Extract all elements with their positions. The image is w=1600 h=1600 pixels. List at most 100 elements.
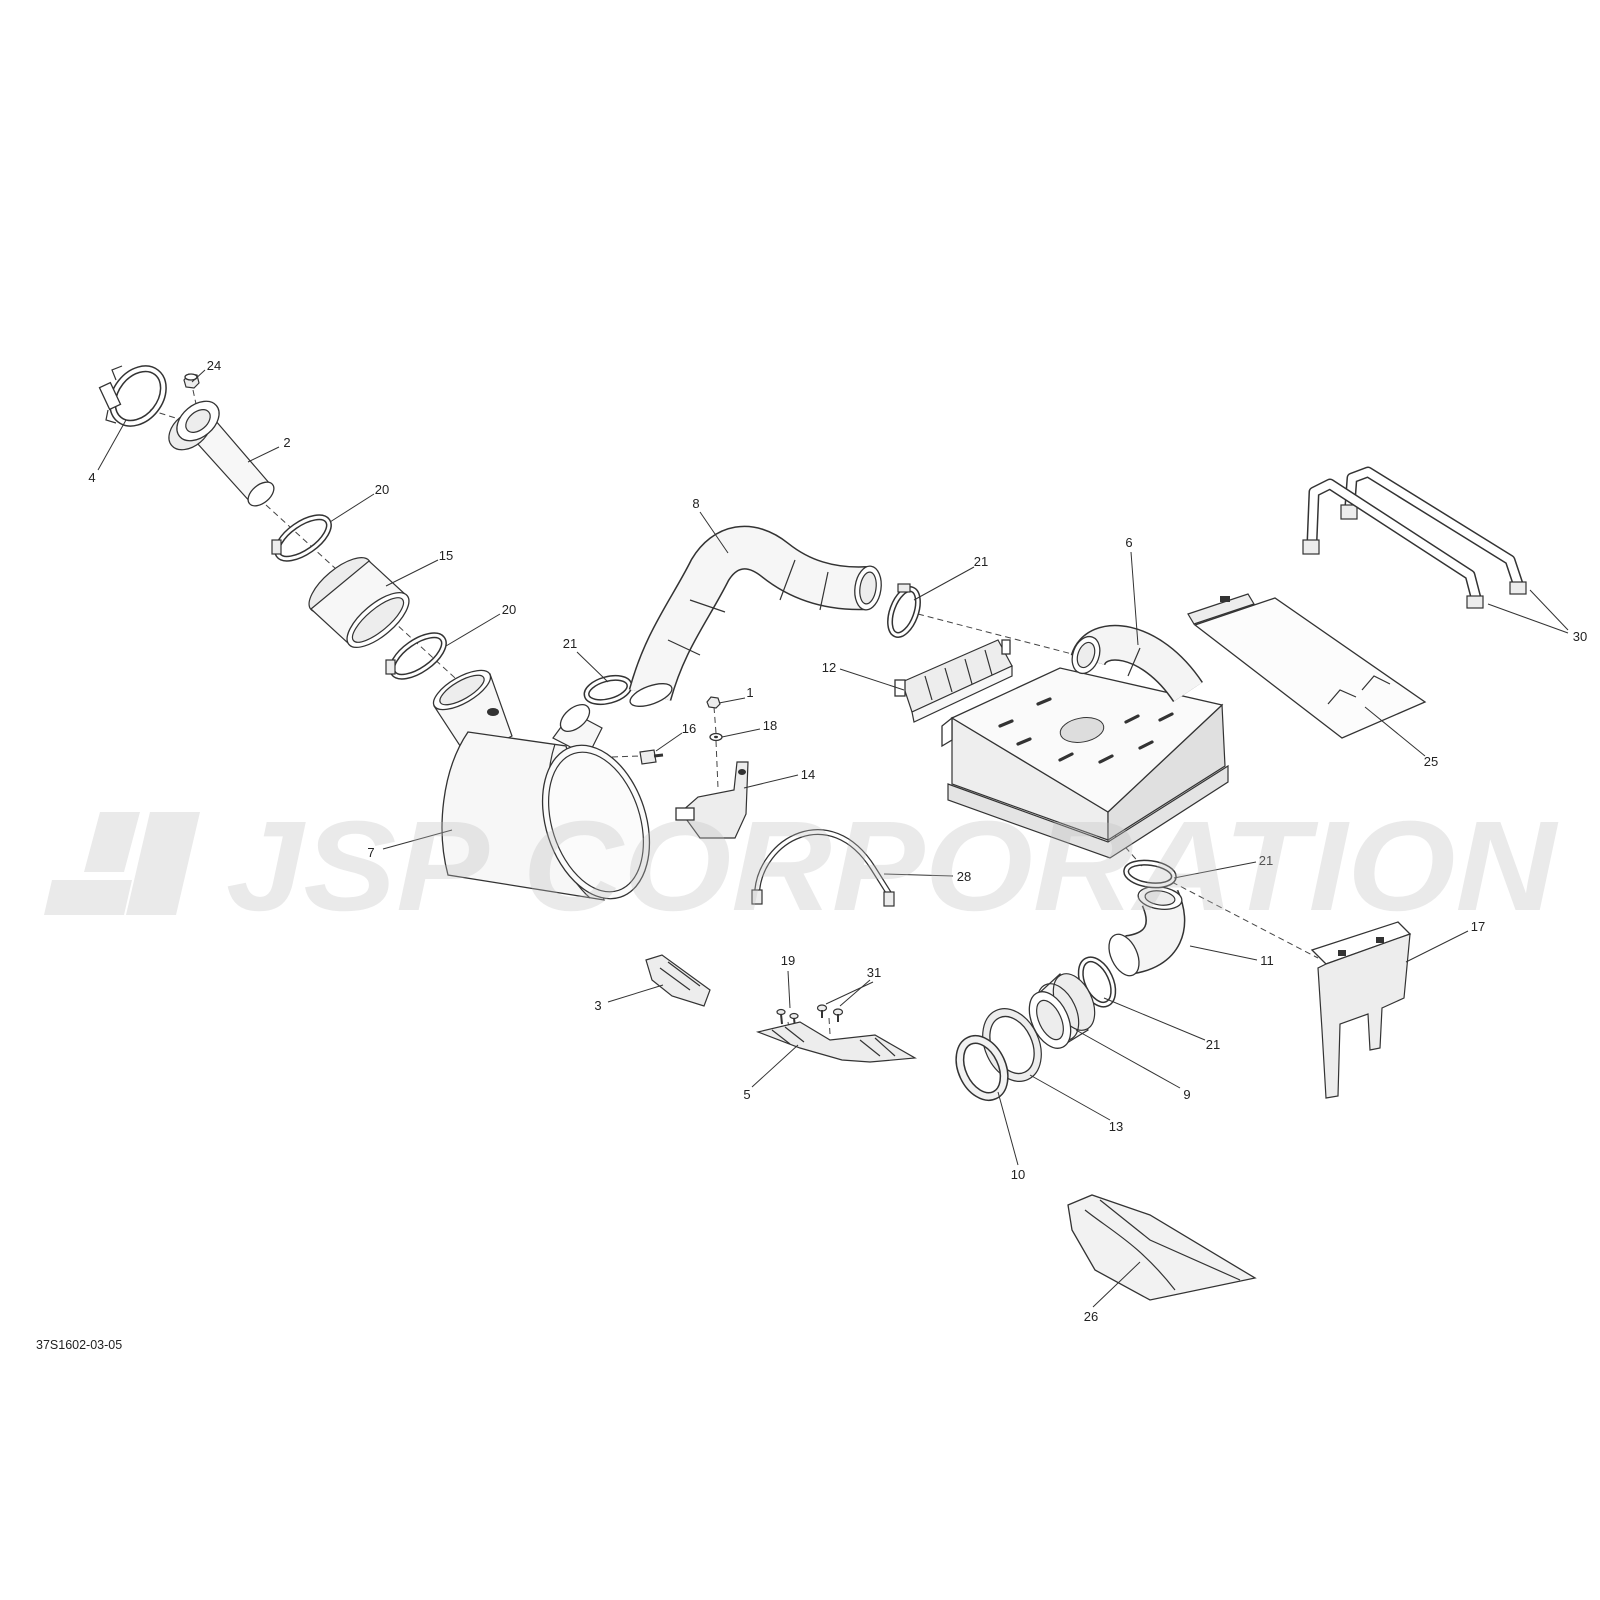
leader-line-28 <box>883 873 954 877</box>
callout-6: 6 <box>1125 535 1132 550</box>
leader-line-31-a <box>839 979 871 1007</box>
watermark-logo <box>44 812 200 915</box>
callout-20-b: 20 <box>502 602 516 617</box>
leader-lines <box>97 369 1569 1308</box>
callout-25: 25 <box>1424 754 1438 769</box>
callout-13: 13 <box>1109 1119 1123 1134</box>
leader-line-5 <box>751 1044 799 1088</box>
part-11-elbow <box>1108 886 1186 977</box>
callout-5: 5 <box>743 1087 750 1102</box>
callout-4: 4 <box>88 470 95 485</box>
assembly-line <box>715 740 719 789</box>
part-1-nut <box>706 696 721 709</box>
part-21-clamp-resonator-outlet <box>1123 859 1177 889</box>
leader-line-1 <box>718 697 746 704</box>
callout-12: 12 <box>822 660 836 675</box>
leader-line-2 <box>247 446 280 463</box>
leader-line-26 <box>1092 1261 1141 1308</box>
assembly-line <box>1111 831 1143 867</box>
part-20-clamp-lower <box>385 632 447 680</box>
callout-9: 9 <box>1183 1087 1190 1102</box>
leader-line-17 <box>1405 930 1469 963</box>
part-6-resonator <box>941 624 1229 859</box>
part-14-bracket <box>675 761 749 839</box>
leader-line-24 <box>191 369 206 383</box>
assembly-line <box>917 613 1077 656</box>
callout-14: 14 <box>801 767 815 782</box>
callout-28: 28 <box>957 869 971 884</box>
leader-line-14 <box>743 774 799 789</box>
leader-line-21-b <box>576 651 609 683</box>
leader-line-19 <box>787 970 791 1009</box>
leader-line-4 <box>97 419 127 471</box>
part-15-sleeve <box>308 557 410 648</box>
leader-line-7 <box>382 829 453 850</box>
watermark: JSP CORPORATION <box>44 795 1559 938</box>
part-24-nut <box>183 373 200 389</box>
leader-line-6 <box>1130 551 1139 646</box>
part-18-washer <box>709 732 723 742</box>
part-25-heat-shield-plate <box>1187 593 1427 739</box>
part-9-coupling <box>1028 973 1096 1049</box>
callout-10: 10 <box>1011 1167 1025 1182</box>
part-21-clamp-inlet <box>887 583 921 638</box>
leader-line-30-b <box>1487 603 1569 634</box>
assembly-line <box>611 755 641 758</box>
leader-line-15 <box>385 559 439 587</box>
leader-line-18 <box>721 728 761 738</box>
part-16-sensor <box>639 749 664 765</box>
callout-16: 16 <box>682 721 696 736</box>
callout-18: 18 <box>763 718 777 733</box>
callout-15: 15 <box>439 548 453 563</box>
part-21-clamp-muffler <box>583 674 633 706</box>
part-26-heat-shield <box>1067 1194 1257 1301</box>
callout-11: 11 <box>1260 953 1274 968</box>
leader-line-10 <box>997 1091 1019 1166</box>
part-3-bracket <box>645 954 711 1007</box>
callout-21-d: 21 <box>1206 1037 1220 1052</box>
assembly-line <box>713 706 717 734</box>
part-20-clamp-upper <box>271 514 332 562</box>
callout-7: 7 <box>367 845 374 860</box>
callout-2: 2 <box>283 435 290 450</box>
callout-24: 24 <box>207 358 221 373</box>
leader-line-21-d <box>1103 997 1206 1041</box>
callout-19: 19 <box>781 953 795 968</box>
part-10-ring <box>955 1035 1009 1101</box>
callout-1: 1 <box>746 685 753 700</box>
leader-line-3 <box>607 984 664 1003</box>
leader-line-31-b <box>825 981 874 1005</box>
callout-21-b: 21 <box>563 636 577 651</box>
part-28-strap <box>751 829 895 907</box>
callout-labels: 24 4 2 20 15 20 8 21 6 30 21 12 1 16 18 … <box>88 358 1587 1324</box>
watermark-text: JSP CORPORATION <box>226 795 1559 938</box>
leader-line-21-c <box>1173 861 1257 879</box>
callout-20-a: 20 <box>375 482 389 497</box>
drawing-code: 37S1602-03-05 <box>36 1338 122 1352</box>
assembly-line <box>1171 881 1319 959</box>
leader-line-20-b <box>445 613 501 647</box>
part-8-curved-pipe <box>628 525 882 707</box>
leader-line-21-a <box>913 566 975 601</box>
leader-line-30-a <box>1529 589 1569 631</box>
callout-21-a: 21 <box>974 554 988 569</box>
part-12-bracket <box>894 639 1013 723</box>
part-2-exhaust-pipe <box>168 400 275 507</box>
callout-31: 31 <box>867 965 881 980</box>
callout-17: 17 <box>1471 919 1485 934</box>
part-31-screws <box>816 1004 844 1022</box>
part-5-bracket-plate <box>755 1021 917 1063</box>
part-4-v-band-clamp <box>98 365 167 427</box>
leader-line-11 <box>1189 945 1258 961</box>
part-30-straps <box>1302 466 1527 609</box>
leader-line-9 <box>1075 1029 1181 1089</box>
callout-26: 26 <box>1084 1309 1098 1324</box>
leader-line-20-a <box>329 493 375 523</box>
leader-line-25 <box>1364 706 1426 757</box>
assembly-line <box>828 1017 831 1035</box>
callout-3: 3 <box>594 998 601 1013</box>
assembly-line <box>192 389 197 405</box>
callout-8: 8 <box>692 496 699 511</box>
part-7-muffler <box>432 669 651 901</box>
part-17-bracket <box>1310 921 1412 1099</box>
